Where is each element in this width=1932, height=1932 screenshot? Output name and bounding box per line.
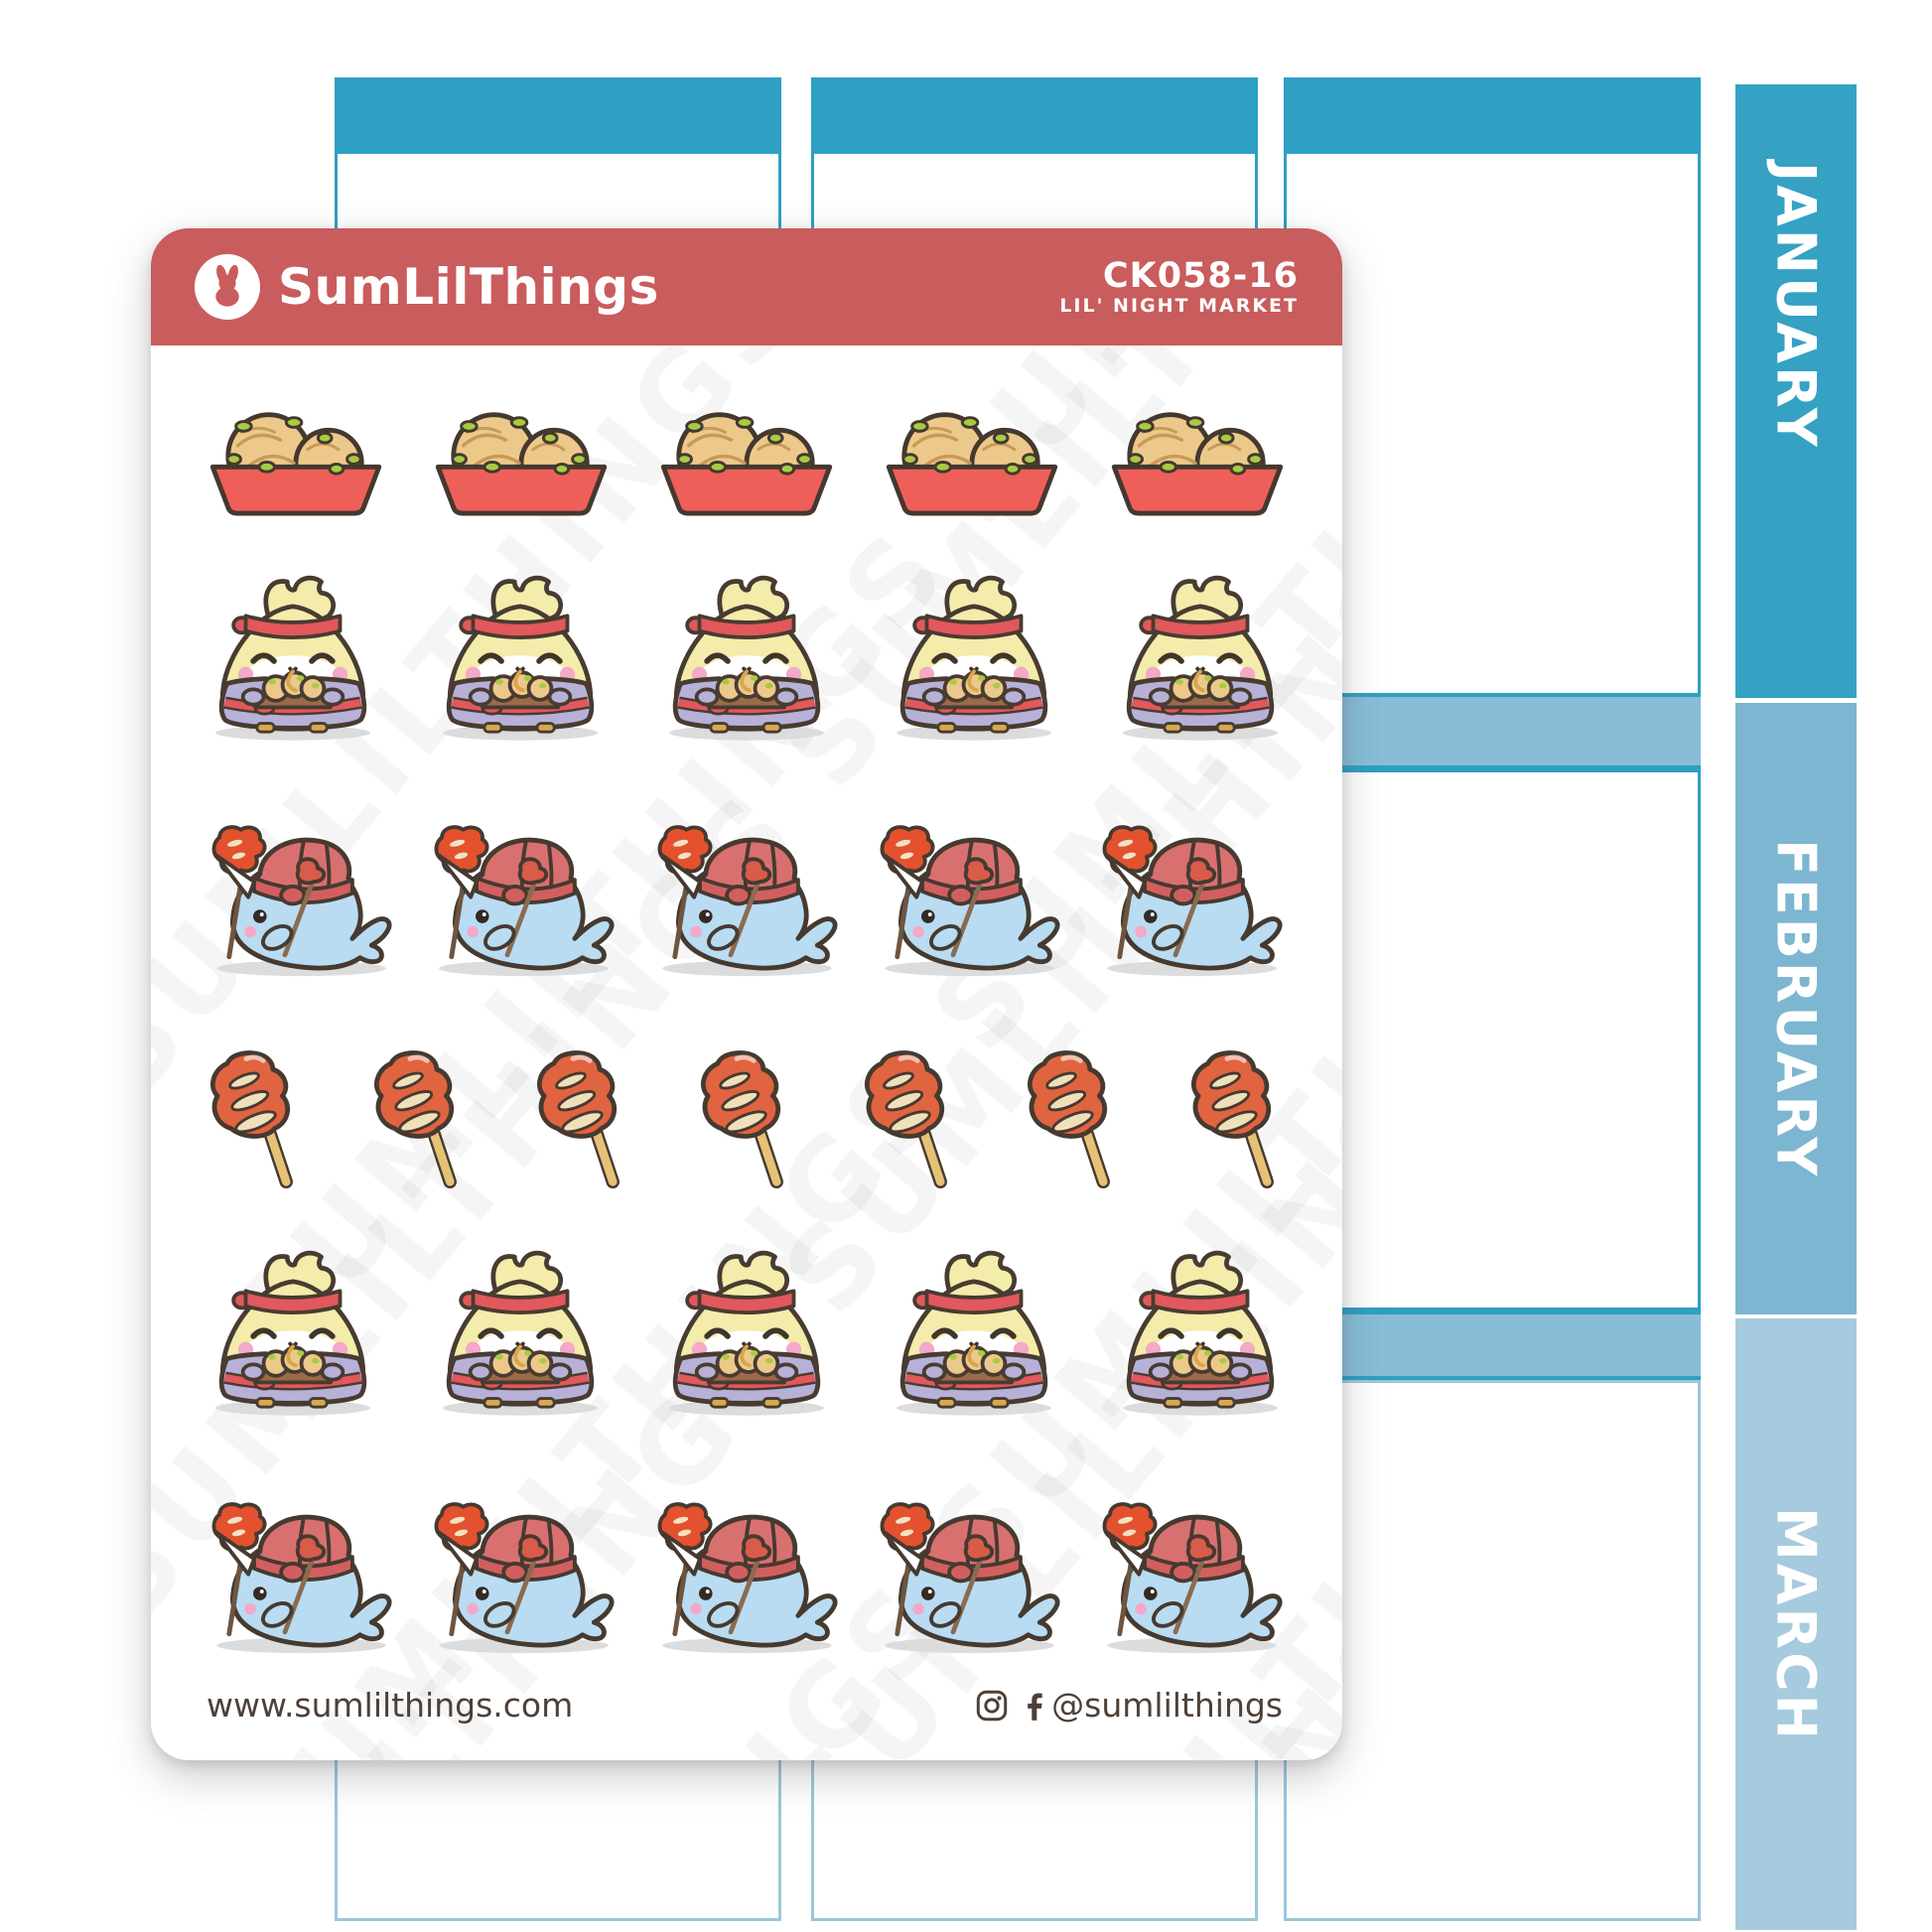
narwhal-sticker <box>421 822 626 981</box>
skewer-sticker <box>360 1044 480 1191</box>
narwhal-sticker <box>421 1499 626 1658</box>
skewer-sticker <box>1014 1044 1133 1191</box>
chick-sticker <box>199 574 387 745</box>
sticker-rows <box>151 228 1342 1760</box>
chick-sticker <box>880 1249 1068 1420</box>
narwhal-sticker <box>199 822 404 981</box>
narwhal-sticker <box>867 822 1072 981</box>
website-url: www.sumlilthings.com <box>207 1686 574 1725</box>
narwhal-sticker <box>199 1499 404 1658</box>
sheet-info: CK058-16 LIL' NIGHT MARKET <box>1059 256 1299 318</box>
narwhal-sticker <box>867 1499 1072 1658</box>
sticker-row-narwhal <box>151 822 1342 981</box>
brand-block: SumLilThings <box>195 254 659 320</box>
noodle-sticker <box>199 405 393 516</box>
planner-column-3-top <box>1284 77 1701 697</box>
month-tab-march: MARCH <box>1735 1318 1857 1930</box>
sheet-code: CK058-16 <box>1102 255 1299 296</box>
planner-column-3-mid <box>1284 769 1701 1311</box>
narwhal-sticker <box>644 1499 850 1658</box>
skewer-sticker <box>197 1044 316 1191</box>
noodle-sticker <box>875 405 1069 516</box>
skewer-sticker <box>1177 1044 1297 1191</box>
sticker-row-noodle <box>151 405 1342 516</box>
noodle-sticker <box>424 405 619 516</box>
chick-sticker <box>1106 1249 1295 1420</box>
chick-sticker <box>652 1249 841 1420</box>
chick-sticker <box>199 1249 387 1420</box>
month-tab-label: JANUARY <box>1764 162 1828 450</box>
sticker-row-skewer <box>151 1044 1342 1191</box>
instagram-icon <box>976 1690 1008 1722</box>
sheet-footer: www.sumlilthings.com @sumlilthings <box>207 1686 1283 1725</box>
skewer-sticker <box>523 1044 642 1191</box>
skewer-sticker <box>851 1044 970 1191</box>
brand-name: SumLilThings <box>278 258 659 316</box>
chick-sticker <box>880 574 1068 745</box>
sticker-sheet: SumLilThings CK058-16 LIL' NIGHT MARKET … <box>151 228 1342 1760</box>
column-header-bar <box>1287 80 1698 154</box>
social-handle: @sumlilthings <box>1051 1686 1283 1725</box>
noodle-sticker <box>1100 405 1295 516</box>
month-tab-label: FEBRUARY <box>1764 838 1828 1179</box>
skewer-sticker <box>687 1044 806 1191</box>
chick-sticker <box>426 1249 615 1420</box>
sticker-row-narwhal <box>151 1499 1342 1658</box>
month-tab-february: FEBRUARY <box>1735 703 1857 1314</box>
noodle-sticker <box>649 405 844 516</box>
planner-column-3-bottom <box>1284 1380 1701 1921</box>
bunny-logo-icon <box>195 254 260 320</box>
social-block: @sumlilthings <box>976 1686 1283 1725</box>
sheet-header: SumLilThings CK058-16 LIL' NIGHT MARKET <box>151 228 1342 345</box>
narwhal-sticker <box>644 822 850 981</box>
chick-sticker <box>652 574 841 745</box>
sticker-row-chick <box>151 574 1342 745</box>
narwhal-sticker <box>1089 1499 1295 1658</box>
chick-sticker <box>426 574 615 745</box>
month-tab-label: MARCH <box>1764 1506 1828 1742</box>
narwhal-sticker <box>1089 822 1295 981</box>
chick-sticker <box>1106 574 1295 745</box>
facebook-icon <box>1014 1690 1045 1722</box>
column-header-bar <box>338 80 778 154</box>
sticker-row-chick <box>151 1249 1342 1420</box>
sheet-title: LIL' NIGHT MARKET <box>1059 295 1299 318</box>
column-header-bar <box>814 80 1255 154</box>
month-tab-january: JANUARY <box>1735 84 1857 698</box>
